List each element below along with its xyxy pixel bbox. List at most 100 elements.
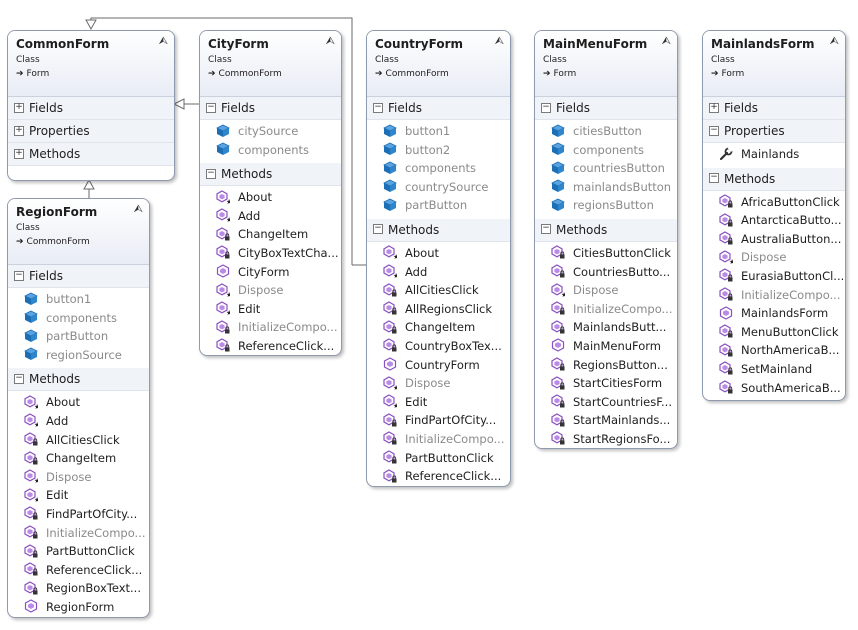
member-row[interactable]: components [535,141,677,160]
member-row[interactable]: countriesButton [535,159,677,178]
member-row[interactable]: InitializeCompo... [703,286,845,305]
member-row[interactable]: StartMainlands... [535,411,677,430]
member-row[interactable]: NorthAmericaB... [703,341,845,360]
collapse-toggle-icon[interactable]: − [206,167,216,179]
member-row[interactable]: StartRegionsFo... [535,430,677,448]
member-row[interactable]: AllCitiesClick [8,431,149,450]
member-row[interactable]: MenuButtonClick [703,323,845,342]
member-row[interactable]: InitializeCompo... [200,318,341,337]
member-row[interactable]: partButton [367,196,510,215]
collapse-toggle-icon[interactable]: − [14,269,24,281]
member-row[interactable]: ★Dispose [8,468,149,487]
member-row[interactable]: SetMainland [703,360,845,379]
section-header-fields[interactable]: −Fields [535,97,677,120]
member-row[interactable]: ★About [8,393,149,412]
member-row[interactable]: button1 [8,290,149,309]
section-header-methods[interactable]: −Methods [200,163,341,187]
collapse-chevron-icon[interactable]: ⮙ [661,34,671,47]
member-row[interactable]: citiesButton [535,122,677,141]
collapse-toggle-icon[interactable]: − [14,372,24,384]
member-row[interactable]: SouthAmericaB... [703,379,845,398]
member-row[interactable]: ★Edit [8,486,149,505]
member-row[interactable]: ★Add [200,207,341,226]
member-row[interactable]: ★Add [8,412,149,431]
member-row[interactable]: mainlandsButton [535,178,677,197]
member-row[interactable]: ReferenceClick... [200,337,341,355]
collapse-toggle-icon[interactable]: − [206,101,216,113]
member-row[interactable]: StartCitiesForm [535,374,677,393]
section-header-fields[interactable]: −Fields [8,265,149,288]
member-row[interactable]: CityForm [200,263,341,282]
collapse-chevron-icon[interactable]: ⮙ [158,34,168,47]
member-row[interactable]: PartButtonClick [8,542,149,561]
member-row[interactable]: CountriesButto... [535,263,677,282]
member-row[interactable]: RegionsButton... [535,356,677,375]
member-row[interactable]: Mainlands [703,145,845,164]
member-row[interactable]: PartButtonClick [367,449,510,468]
section-header-fields[interactable]: −Fields [367,97,510,120]
member-row[interactable]: ChangeItem [200,225,341,244]
member-row[interactable]: components [367,159,510,178]
member-row[interactable]: RegionForm [8,598,149,617]
member-row[interactable]: citySource [200,122,341,141]
section-header-fields[interactable]: +Fields [8,97,174,120]
member-row[interactable]: MainlandsForm [703,304,845,323]
member-row[interactable]: InitializeCompo... [367,430,510,449]
member-row[interactable]: StartCountriesF... [535,393,677,412]
member-row[interactable]: ★Dispose [200,281,341,300]
member-row[interactable]: countrySource [367,178,510,197]
member-row[interactable]: FindPartOfCity... [8,505,149,524]
member-row[interactable]: ChangeItem [367,318,510,337]
member-row[interactable]: components [8,309,149,328]
member-row[interactable]: AustraliaButton... [703,230,845,249]
member-row[interactable]: ReferenceClick... [8,561,149,580]
section-header-methods[interactable]: −Methods [367,218,510,242]
expand-toggle-icon[interactable]: + [709,101,719,113]
member-row[interactable]: regionsButton [535,196,677,215]
member-row[interactable]: ★Dispose [703,248,845,267]
expand-toggle-icon[interactable]: + [14,101,24,113]
member-row[interactable]: AllCitiesClick [367,281,510,300]
member-row[interactable]: RegionBoxText... [8,579,149,598]
member-row[interactable]: ★Add [367,263,510,282]
member-row[interactable]: CitiesButtonClick [535,244,677,263]
member-row[interactable]: button1 [367,122,510,141]
collapse-toggle-icon[interactable]: − [541,101,551,113]
expand-toggle-icon[interactable]: + [14,124,24,136]
section-header-methods[interactable]: +Methods [8,143,174,166]
member-row[interactable]: FindPartOfCity... [367,411,510,430]
member-row[interactable]: button2 [367,141,510,160]
member-row[interactable]: ReferenceClick... [367,467,510,486]
member-row[interactable]: ★Edit [200,300,341,319]
member-row[interactable]: ★About [200,188,341,207]
member-row[interactable]: partButton [8,327,149,346]
collapse-toggle-icon[interactable]: − [709,124,719,136]
collapse-chevron-icon[interactable]: ⮙ [494,34,504,47]
member-row[interactable]: InitializeCompo... [535,300,677,319]
expand-toggle-icon[interactable]: + [14,147,24,159]
section-header-methods[interactable]: −Methods [535,218,677,242]
member-row[interactable]: MainlandsButt... [535,318,677,337]
member-row[interactable]: MainMenuForm [535,337,677,356]
collapse-chevron-icon[interactable]: ⮙ [325,34,335,47]
collapse-toggle-icon[interactable]: − [541,223,551,235]
section-header-properties[interactable]: −Properties [703,120,845,143]
member-row[interactable]: regionSource [8,346,149,365]
section-header-methods[interactable]: −Methods [8,368,149,392]
member-row[interactable]: CityBoxTextCha... [200,244,341,263]
member-row[interactable]: ChangeItem [8,449,149,468]
member-row[interactable]: EurasiaButtonCl... [703,267,845,286]
member-row[interactable]: components [200,141,341,160]
member-row[interactable]: CountryForm [367,356,510,375]
section-header-properties[interactable]: +Properties [8,120,174,143]
member-row[interactable]: ★Dispose [367,374,510,393]
member-row[interactable]: ★About [367,244,510,263]
member-row[interactable]: CountryBoxTex... [367,337,510,356]
member-row[interactable]: InitializeCompo... [8,524,149,543]
